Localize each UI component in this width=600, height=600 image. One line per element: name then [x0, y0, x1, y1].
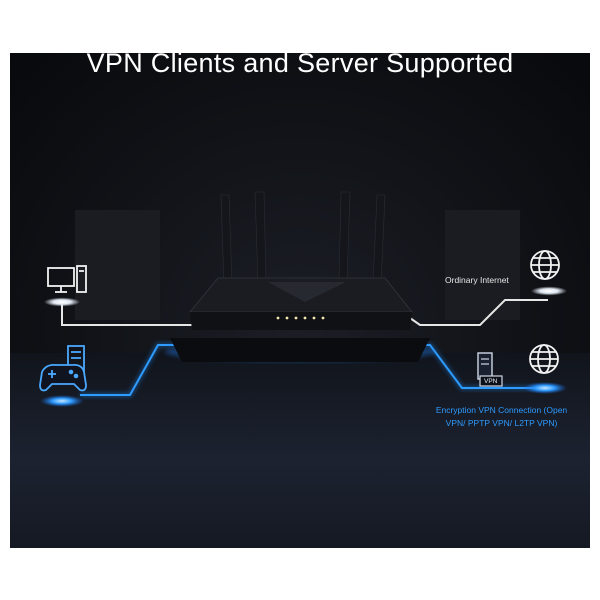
router-antenna [338, 191, 351, 283]
bg-panel-left [75, 210, 160, 320]
vpn-server-badge: VPN [484, 378, 498, 385]
scene-background [10, 53, 590, 548]
scene-graphics [39, 191, 567, 407]
encryption-vpn-label-line1: Encryption VPN Connection (Open [435, 405, 568, 415]
encryption-vpn-label: Encryption VPN Connection (Open VPN/ PPT… [419, 404, 584, 430]
desktop-computer-icon [47, 265, 87, 293]
internet-pad-blue [523, 382, 567, 394]
router-antenna [254, 191, 267, 283]
page-title: VPN Clients and Server Supported [86, 48, 514, 78]
ordinary-internet-label: Ordinary Internet [445, 275, 509, 285]
game-controller-icon [39, 345, 87, 392]
router-device [170, 191, 430, 362]
client-pad-blue [40, 395, 84, 407]
router-status-leds [276, 316, 325, 320]
client-pad-white [44, 297, 80, 307]
vpn-server-icon [477, 352, 503, 387]
bg-panel-right [445, 210, 520, 320]
encryption-vpn-label-line2: VPN/ PPTP VPN/ L2TP VPN) [445, 418, 558, 428]
router-antenna [372, 194, 386, 286]
internet-pad-white [531, 286, 567, 296]
router-antenna [220, 194, 233, 286]
globe-icon [529, 344, 559, 374]
globe-icon [530, 250, 560, 280]
